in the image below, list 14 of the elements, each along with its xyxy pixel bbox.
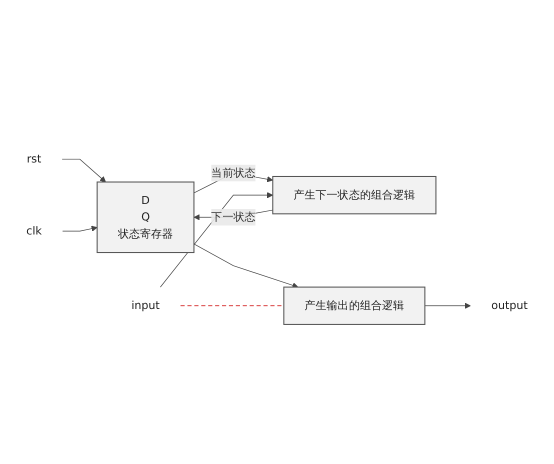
arrow [424, 302, 471, 308]
node-text: rst [26, 152, 42, 165]
node-text: clk [26, 224, 42, 237]
node-box: 产生输出的组合逻辑 [283, 286, 426, 324]
arrow [194, 243, 298, 288]
arrow [62, 225, 98, 232]
node-box: D Q 状态寄存器 [96, 181, 194, 253]
node-box: 产生下一状态的组合逻辑 [272, 175, 436, 214]
connector [180, 304, 284, 306]
edge-label: 下一状态 [211, 210, 256, 224]
node-text: output [491, 298, 528, 312]
edge-label: 当前状态 [211, 166, 256, 179]
node-text: input [131, 298, 160, 312]
arrow [62, 158, 106, 182]
